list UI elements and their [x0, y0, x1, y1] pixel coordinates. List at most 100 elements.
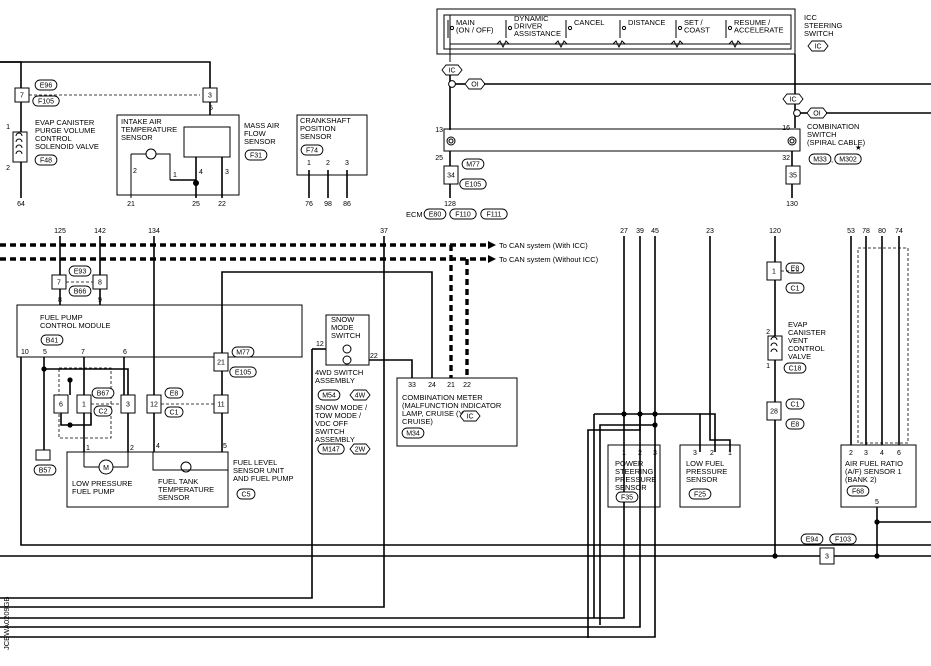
icc-button-label: DISTANCE [628, 18, 665, 27]
pin-2: 2 [6, 165, 10, 172]
wire [0, 61, 211, 88]
conn-e8c-text: E8 [791, 422, 800, 429]
combination-meter-label: LAMP, CRUISE (Y) : [402, 409, 470, 418]
snow-label: SWITCH [331, 331, 361, 340]
intake-sensor-label: TEMPERATURE [121, 125, 177, 134]
icc-title: SWITCH [804, 29, 834, 38]
joint-21 [213, 352, 229, 372]
switch-pivot [567, 25, 573, 31]
spiral-cable-box [443, 128, 801, 152]
wire [152, 452, 228, 471]
junction-dot [67, 422, 73, 428]
pump-label: LOW PRESSURE [72, 479, 132, 488]
conn-e94 [800, 533, 824, 545]
arrow [488, 241, 496, 249]
pin: 3 [864, 450, 868, 457]
junction-open [448, 80, 456, 88]
switch-pivot [677, 25, 683, 31]
icc-switch-frame [436, 8, 796, 55]
ecm-pin: 98 [324, 201, 332, 208]
maf-element [183, 126, 231, 158]
crank-sensor-box [296, 114, 368, 176]
icc-button-label: DYNAMIC [514, 14, 549, 23]
spiral-right [787, 136, 797, 146]
conn-m147-text: M147 [322, 447, 340, 454]
pin: 1 [86, 445, 90, 452]
fuel-level-label: SENSOR UNIT [233, 466, 285, 475]
junction-dot [874, 553, 880, 559]
can-label-noicc: To CAN system (Without ICC) [499, 255, 599, 264]
coil [15, 138, 23, 143]
conn-f103-text: F103 [835, 537, 851, 544]
conn-f111 [480, 208, 508, 220]
pin: 5 [223, 443, 227, 450]
conn-f68-text: F68 [852, 489, 864, 496]
evap-purge-label: SOLENOID VALVE [35, 142, 99, 151]
motor-M: M [103, 465, 109, 472]
evap-vent-label: CANISTER [788, 328, 827, 337]
coil [770, 342, 778, 347]
joint-28-num: 28 [770, 409, 778, 416]
pin: 2 [133, 168, 137, 175]
joint-6-num: 6 [59, 402, 63, 409]
coil [15, 132, 23, 137]
4wd-assembly-label: ASSEMBLY [315, 376, 355, 385]
joint-34-num: 34 [447, 173, 455, 180]
joint-1-num: 1 [82, 402, 86, 409]
side-code: JCBWA0209GB [2, 597, 11, 651]
combination-switch-label: COMBINATION [807, 122, 859, 131]
joint-3-num: 3 [208, 93, 212, 100]
evap-vent-label: CONTROL [788, 344, 825, 353]
icc-tag [807, 40, 829, 52]
coil [15, 144, 23, 149]
conn-f110 [449, 208, 477, 220]
wire [0, 236, 625, 619]
ps-label: SENSOR [615, 483, 647, 492]
ecm-pin: 37 [380, 228, 388, 235]
evap-purge-label: CONTROL [35, 134, 72, 143]
pin: 9 [98, 297, 102, 304]
snow-switch [325, 314, 370, 366]
coil [770, 336, 778, 341]
icc-switch-inner [443, 14, 792, 50]
snow-assembly-label: SNOW MODE / [315, 403, 368, 412]
conn-b66 [68, 285, 92, 297]
temp-label: TEMPERATURE [158, 485, 214, 494]
evap-vent-label: VALVE [788, 352, 811, 361]
snow-assembly-label: SWITCH [315, 427, 345, 436]
conn-b41-text: B41 [46, 338, 59, 345]
switch-pivot [507, 25, 513, 31]
maf-label: FLOW [244, 129, 267, 138]
temp-label: FUEL TANK [158, 477, 198, 486]
ps-label: POWER [615, 459, 644, 468]
joint-1b-num: 1 [772, 269, 776, 276]
ecm-pin: 25 [192, 201, 200, 208]
ecm-pin: 45 [651, 228, 659, 235]
ic-tag-right [782, 93, 804, 105]
fuel-level-unit [66, 451, 229, 508]
pin: 3 [653, 450, 657, 457]
star-mark: ★ [855, 143, 862, 152]
conn-f48-text: F48 [40, 158, 52, 165]
pin: 7 [81, 349, 85, 356]
conn-f74-text: F74 [306, 148, 318, 155]
pin: 2 [710, 450, 714, 457]
conn-m77b-text: M77 [236, 350, 250, 357]
tag-ic-meter [459, 410, 481, 422]
wire [156, 153, 171, 180]
oi-tag-right-text: OI [813, 111, 820, 118]
fuel-level-label: AND FUEL PUMP [233, 474, 294, 483]
ps-label: STEERING [615, 467, 654, 476]
intake-maf-box [116, 114, 240, 196]
pin: 1 [728, 450, 732, 457]
icc-button-label: CANCEL [574, 18, 604, 27]
purge-solenoid [12, 131, 28, 163]
crank-label: SENSOR [300, 132, 332, 141]
conn-c18-text: C18 [789, 366, 802, 373]
intake-sensor-label: INTAKE AIR [121, 117, 162, 126]
conn-e8b-text: E8 [791, 266, 800, 273]
conn-e8c [785, 418, 805, 430]
conn-m54-text: M54 [322, 393, 336, 400]
ecm-pin: 128 [444, 201, 456, 208]
